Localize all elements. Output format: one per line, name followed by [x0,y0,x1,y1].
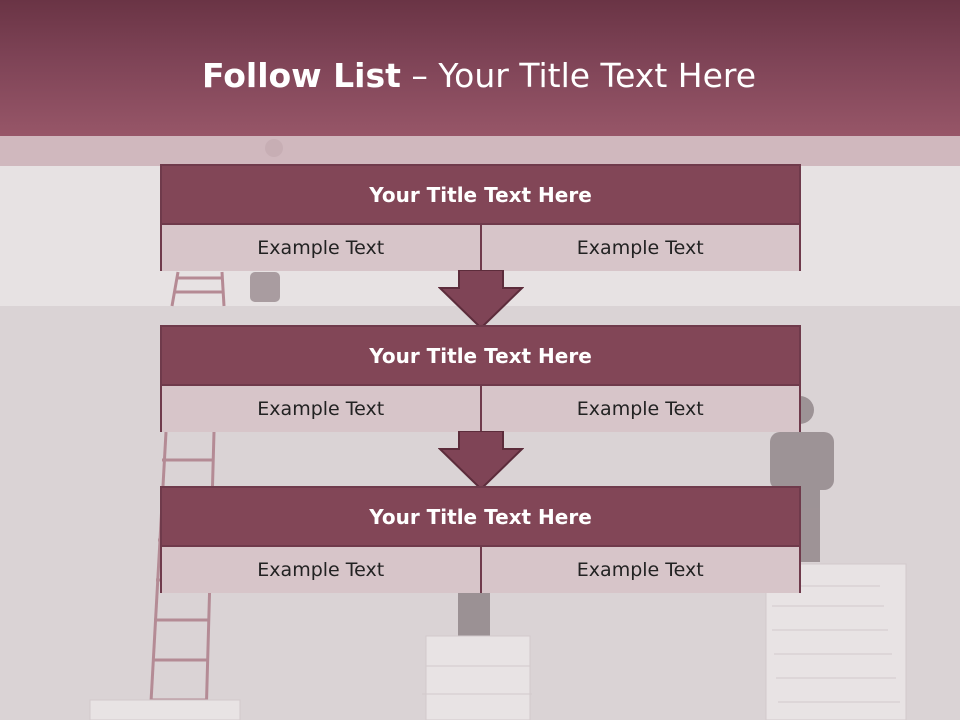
list-block-2[interactable]: Your Title Text Here Example Text Exampl… [160,325,801,432]
block-cell-left: Example Text [162,225,480,271]
block-title: Your Title Text Here [162,327,799,386]
block-cell-right: Example Text [479,386,799,432]
title-bold: Follow List [202,56,401,95]
block-cell-right: Example Text [479,547,799,593]
block-row: Example Text Example Text [162,386,799,432]
block-row: Example Text Example Text [162,547,799,593]
block-cell-left: Example Text [162,386,480,432]
title-rest: – Your Title Text Here [400,56,757,95]
block-title: Your Title Text Here [162,488,799,547]
block-row: Example Text Example Text [162,225,799,271]
list-block-3[interactable]: Your Title Text Here Example Text Exampl… [160,486,801,593]
block-cell-right: Example Text [479,225,799,271]
block-cell-left: Example Text [162,547,480,593]
slide-header [0,0,960,136]
slide-title[interactable]: Follow List – Your Title Text Here [202,56,756,96]
list-block-1[interactable]: Your Title Text Here Example Text Exampl… [160,164,801,271]
down-arrow-icon [438,431,524,491]
down-arrow-icon [438,270,524,330]
header-strip [0,136,960,166]
block-title: Your Title Text Here [162,166,799,225]
